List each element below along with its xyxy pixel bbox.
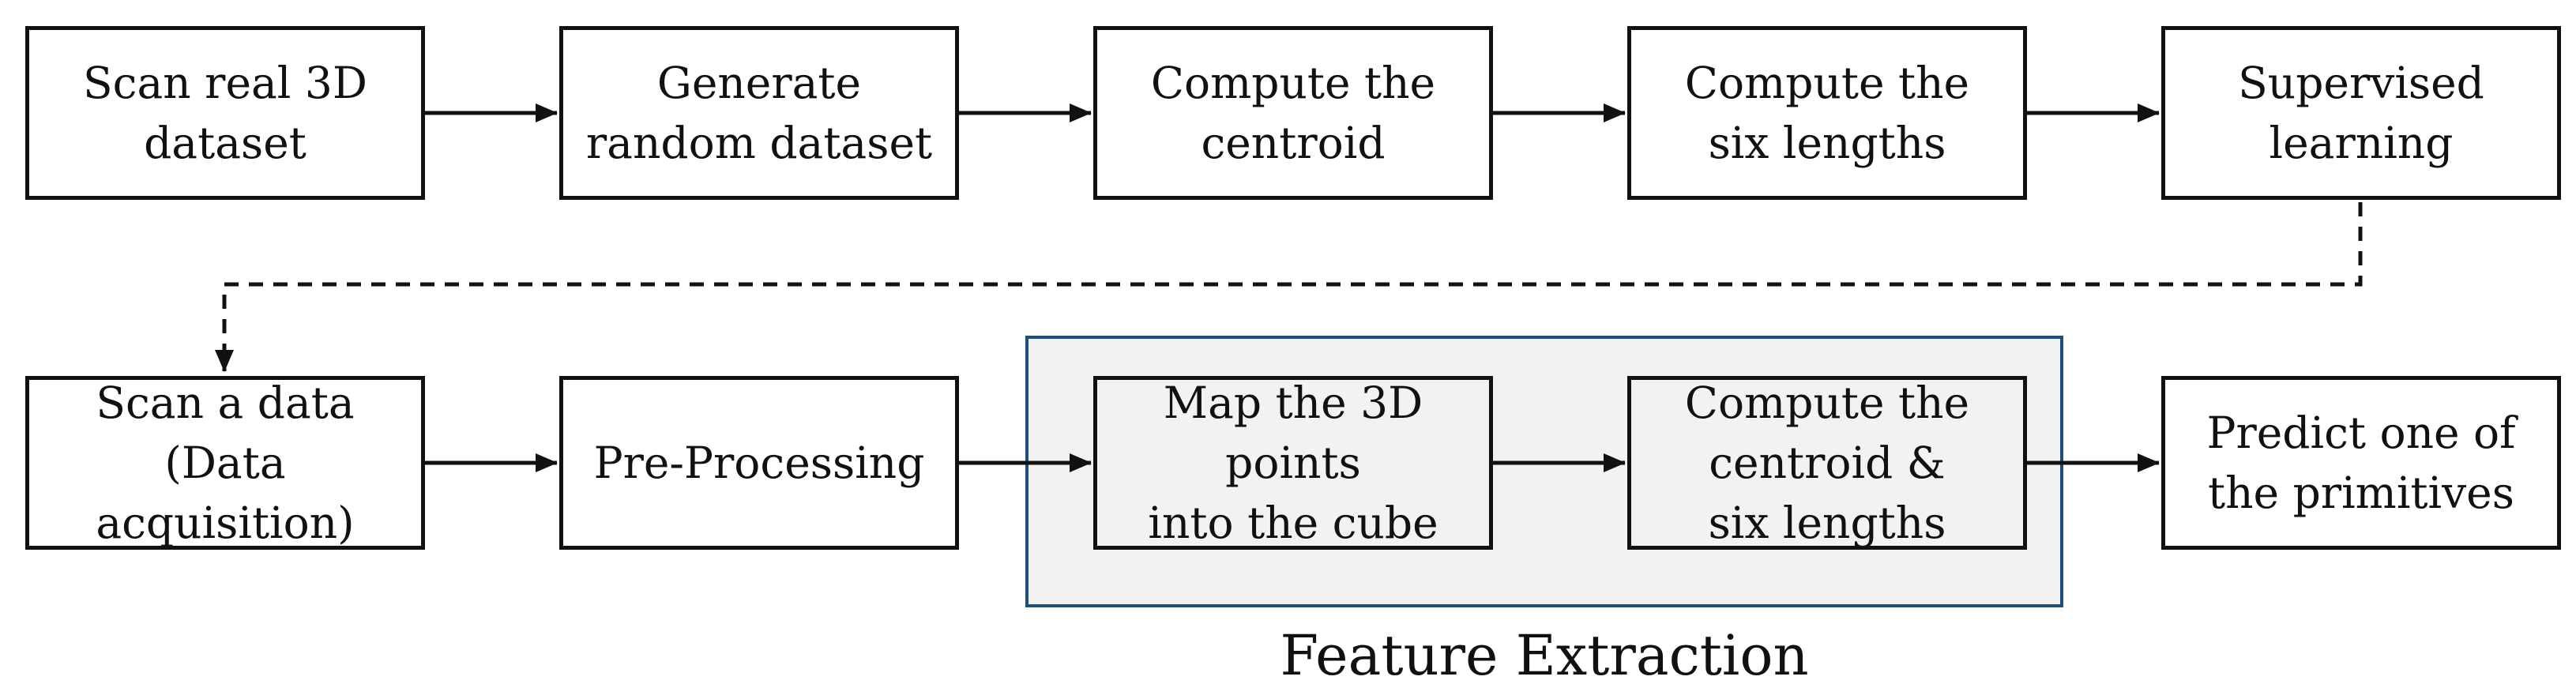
step-label: Pre-Processing	[593, 438, 925, 488]
step-generate-random-dataset: Generate random dataset	[559, 26, 959, 200]
step-predict-primitive: Predict one of the primitives	[2161, 376, 2561, 550]
dashed-connector-supervised-to-scan	[215, 202, 2363, 372]
step-label: Compute the centroid	[1150, 58, 1436, 168]
step-compute-six-lengths: Compute the six lengths	[1627, 26, 2027, 200]
step-label: Supervised learning	[2238, 58, 2484, 168]
step-map-3d-points: Map the 3D points into the cube	[1093, 376, 1493, 550]
step-pre-processing: Pre-Processing	[559, 376, 959, 550]
step-scan-a-data: Scan a data (Data acquisition)	[25, 376, 425, 550]
feature-extraction-caption: Feature Extraction	[1280, 623, 1809, 688]
step-label: Compute the six lengths	[1684, 58, 1970, 168]
step-label: Compute the centroid & six lengths	[1684, 378, 1970, 548]
step-supervised-learning: Supervised learning	[2161, 26, 2561, 200]
step-label: Scan real 3D dataset	[83, 58, 367, 168]
step-label: Generate random dataset	[585, 58, 933, 168]
step-scan-real-3d-dataset: Scan real 3D dataset	[25, 26, 425, 200]
step-compute-centroid-and-lengths: Compute the centroid & six lengths	[1627, 376, 2027, 550]
step-compute-centroid: Compute the centroid	[1093, 26, 1493, 200]
step-label: Map the 3D points into the cube	[1148, 378, 1438, 548]
step-label: Predict one of the primitives	[2206, 408, 2516, 518]
step-label: Scan a data (Data acquisition)	[96, 378, 355, 548]
